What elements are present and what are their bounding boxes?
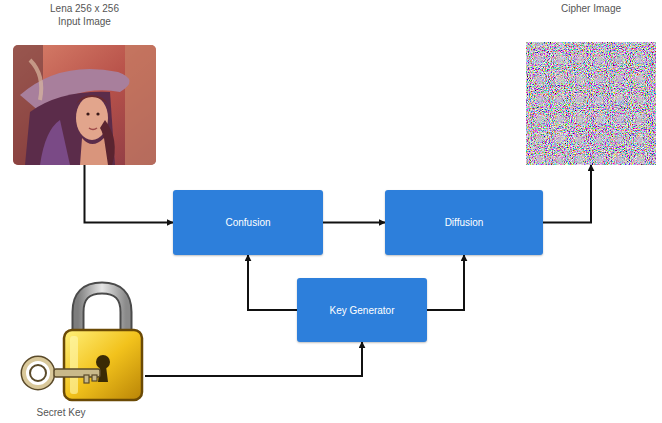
process-box: Key Generator — [297, 278, 427, 342]
process-box: Confusion — [173, 190, 323, 255]
box-label: Key Generator — [329, 305, 394, 316]
lena-picture — [13, 45, 156, 165]
flow-arrow — [85, 165, 174, 223]
flow-arrow — [145, 342, 362, 376]
cipher-noise — [526, 42, 656, 165]
input-image: Lena 256 x 256 Input Image — [13, 2, 156, 165]
process-box: Diffusion — [385, 190, 543, 255]
flow-arrow — [248, 255, 297, 310]
flow-arrow — [543, 165, 591, 223]
image-caption: Cipher Image — [549, 2, 633, 15]
flow-arrow — [427, 255, 464, 310]
secret-key-icon: Secret Key — [15, 285, 165, 421]
box-label: Confusion — [225, 217, 270, 228]
flow-arrow — [323, 222, 385, 224]
image-caption: Lena 256 x 256 Input Image — [43, 2, 127, 28]
box-label: Diffusion — [445, 217, 484, 228]
key-icon — [22, 357, 100, 389]
padlock-icon — [64, 288, 142, 400]
cipher-image: Cipher Image — [526, 2, 656, 165]
image-caption: Secret Key — [19, 406, 103, 419]
